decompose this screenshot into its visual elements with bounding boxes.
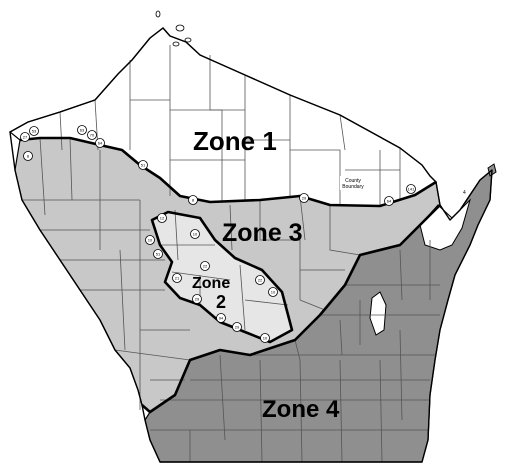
highway-shield: 8 <box>188 195 198 205</box>
highway-shield: 29 <box>192 294 202 304</box>
highway-shield: 27 <box>20 132 30 142</box>
highway-shield: 63 <box>77 125 87 135</box>
svg-text:29: 29 <box>195 297 200 302</box>
svg-text:12: 12 <box>160 216 165 221</box>
highway-shield: 53 <box>29 126 39 136</box>
apostle-islands <box>155 10 192 47</box>
highway-shield: 29 <box>299 193 309 203</box>
corner-mark: 4 <box>463 190 466 196</box>
highway-shield: 22 <box>200 261 210 271</box>
svg-text:22: 22 <box>258 278 263 283</box>
zone-4-label: Zone 4 <box>262 396 340 423</box>
highway-shield: 29 <box>232 322 242 332</box>
highway-shield: 10 <box>260 333 270 343</box>
svg-text:8: 8 <box>192 198 195 203</box>
svg-text:53: 53 <box>32 129 37 134</box>
highway-shield: 64 <box>95 138 105 148</box>
zone-1-label: Zone 1 <box>193 126 277 156</box>
zone-3-label: Zone 3 <box>222 219 303 247</box>
svg-text:10: 10 <box>271 290 276 295</box>
highway-shield: 8 <box>23 151 33 161</box>
svg-text:141: 141 <box>408 187 415 192</box>
svg-text:51: 51 <box>141 163 146 168</box>
highway-shield: 51 <box>138 160 148 170</box>
highway-shield: 10 <box>145 235 155 245</box>
highway-shield: 94 <box>216 313 226 323</box>
svg-text:21: 21 <box>175 276 180 281</box>
zone-boundaries <box>19 136 441 414</box>
zone-2-label-line2: 2 <box>216 292 226 312</box>
highway-shield: 21 <box>172 273 182 283</box>
svg-text:27: 27 <box>23 135 28 140</box>
highway-shield: 10 <box>268 287 278 297</box>
svg-text:64: 64 <box>387 199 392 204</box>
svg-text:70: 70 <box>90 133 95 138</box>
highway-shield: 10 <box>190 229 200 239</box>
highway-markers: 53 27 63 70 64 8 51 141 8 29 64 12 10 10… <box>20 125 416 343</box>
highway-shield: 141 <box>406 184 416 194</box>
highway-shield: 70 <box>87 130 97 140</box>
county-boundaries <box>22 45 440 463</box>
svg-text:94: 94 <box>219 316 224 321</box>
svg-text:10: 10 <box>263 336 268 341</box>
svg-text:29: 29 <box>235 325 240 330</box>
highway-shield: 64 <box>384 196 394 206</box>
svg-text:Boundary: Boundary <box>342 184 364 190</box>
svg-text:64: 64 <box>98 141 103 146</box>
svg-text:10: 10 <box>148 238 153 243</box>
svg-text:63: 63 <box>80 128 85 133</box>
highway-shield: 51 <box>153 249 163 259</box>
lake-winnebago <box>369 291 387 336</box>
county-boundary-label: County Boundary <box>340 176 366 190</box>
svg-text:8: 8 <box>27 154 30 159</box>
svg-text:29: 29 <box>302 196 307 201</box>
state-outline <box>9 27 493 463</box>
svg-text:10: 10 <box>193 232 198 237</box>
zone-2-label-line1: Zone <box>192 275 230 292</box>
highway-shield: 12 <box>157 213 167 223</box>
highway-shield: 22 <box>255 275 265 285</box>
svg-text:51: 51 <box>156 252 161 257</box>
svg-text:County: County <box>345 178 361 184</box>
svg-text:22: 22 <box>203 264 208 269</box>
